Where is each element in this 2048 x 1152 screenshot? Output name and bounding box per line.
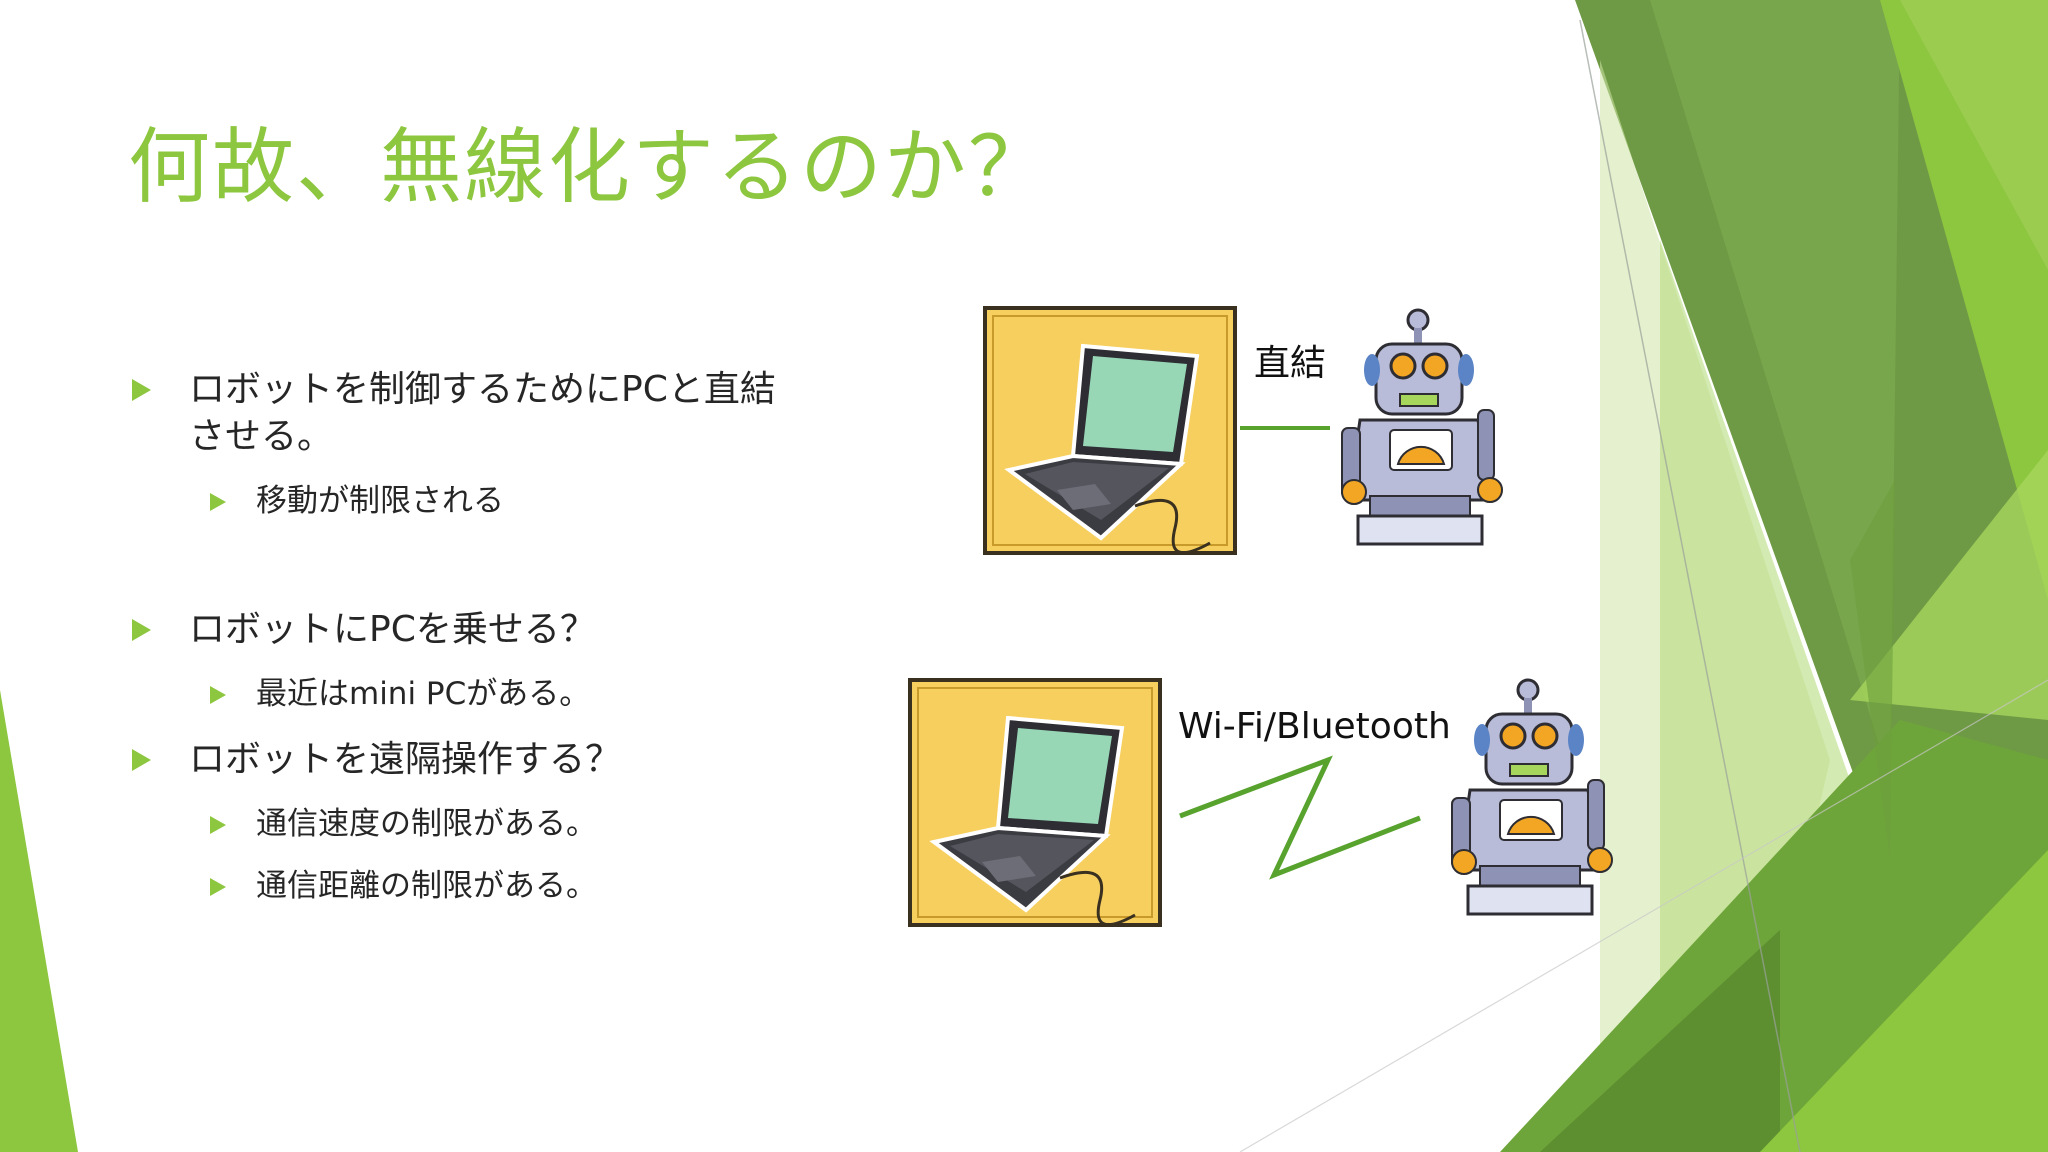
- bullet-triangle-icon: [210, 878, 226, 896]
- wired-label: 直結: [1254, 343, 1327, 384]
- bullet-text: ロボットを遠隔操作する？: [189, 739, 622, 780]
- wireless-label: Wi-Fi/Bluetooth: [1178, 706, 1451, 747]
- bullet-text: 移動が制限される: [256, 483, 504, 519]
- sub-bullet-item: 最近はmini PCがある。: [210, 674, 590, 714]
- bullet-triangle-icon: [210, 493, 226, 511]
- bullet-text: 通信距離の制限がある。: [256, 868, 597, 904]
- bullet-text: ロボットにPCを乗せる？: [189, 609, 596, 650]
- bullet-triangle-icon: [132, 379, 151, 401]
- slide-title: 何故、無線化するのか？: [128, 120, 1053, 215]
- bullet-text: 通信速度の制限がある。: [256, 806, 597, 842]
- bullet-text: 最近はmini PCがある。: [256, 676, 591, 712]
- robot-icon: [1341, 308, 1503, 546]
- sub-bullet-item: 通信距離の制限がある。: [210, 866, 597, 906]
- bullet-item: ロボットにPCを乗せる？: [132, 606, 596, 653]
- zigzag-wireless-icon: [1179, 755, 1421, 880]
- bullet-triangle-icon: [210, 686, 226, 704]
- robot-icon: [1451, 678, 1613, 916]
- bullet-triangle-icon: [210, 816, 226, 834]
- bullet-triangle-icon: [132, 619, 151, 641]
- bullet-text: ロボットを制御するためにPCと直結させる。: [189, 369, 776, 457]
- bullet-item: ロボットを制御するためにPCと直結させる。: [132, 366, 782, 460]
- sub-bullet-item: 通信速度の制限がある。: [210, 804, 597, 844]
- bullet-triangle-icon: [132, 749, 151, 771]
- bullet-item: ロボットを遠隔操作する？: [132, 736, 621, 783]
- laptop-icon: [908, 678, 1162, 927]
- sub-bullet-item: 移動が制限される: [210, 481, 504, 521]
- laptop-icon: [983, 306, 1237, 555]
